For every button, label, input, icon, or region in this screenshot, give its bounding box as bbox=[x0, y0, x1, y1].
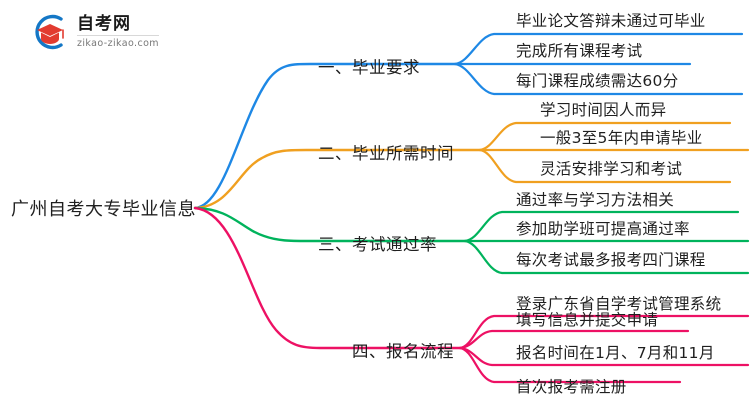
logo-text-block: 自考网 zikao-zikao.com bbox=[77, 15, 159, 49]
branch-1-leaf-label-2[interactable]: 完成所有课程考试 bbox=[516, 42, 643, 60]
logo-subtitle: zikao-zikao.com bbox=[77, 37, 159, 49]
branch-4-trunk bbox=[193, 206, 462, 350]
branch-3-leaf-label-1[interactable]: 通过率与学习方法相关 bbox=[516, 191, 675, 209]
logo-title: 自考网 bbox=[77, 15, 159, 36]
branch-4-leaf-label-1[interactable]: 登录广东省自学考试管理系统 bbox=[516, 295, 722, 313]
branch-1-leaf-label-1[interactable]: 毕业论文答辩未通过可毕业 bbox=[516, 12, 706, 30]
site-logo[interactable]: 自考网 zikao-zikao.com bbox=[30, 12, 159, 52]
root-node-label[interactable]: 广州自考大专毕业信息 bbox=[11, 199, 196, 220]
branch-2-leaf-label-1[interactable]: 学习时间因人而异 bbox=[540, 101, 667, 119]
branch-2-leaf-label-2[interactable]: 一般3至5年内申请毕业 bbox=[540, 129, 703, 147]
branch-1-leaf-label-3[interactable]: 每门课程成绩需达60分 bbox=[516, 72, 679, 90]
graduation-cap-in-circle-icon bbox=[30, 12, 70, 52]
branch-label-4[interactable]: 四、报名流程 bbox=[352, 342, 454, 361]
branch-4-leaf-label-2[interactable]: 填写信息并提交申请 bbox=[516, 311, 659, 329]
branch-3-leaf-label-3[interactable]: 每次考试最多报考四门课程 bbox=[516, 251, 706, 269]
branch-4-leaf-label-3[interactable]: 报名时间在1月、7月和11月 bbox=[516, 344, 715, 362]
branch-4-leaf-label-4[interactable]: 首次报考需注册 bbox=[516, 378, 627, 396]
branch-label-1[interactable]: 一、毕业要求 bbox=[318, 58, 420, 77]
branch-2-leaf-label-3[interactable]: 灵活安排学习和考试 bbox=[540, 160, 683, 178]
branch-1-trunk bbox=[193, 62, 457, 210]
branch-label-3[interactable]: 三、考试通过率 bbox=[318, 235, 437, 254]
branch-3-leaf-label-2[interactable]: 参加助学班可提高通过率 bbox=[516, 220, 690, 238]
branch-label-2[interactable]: 二、毕业所需时间 bbox=[318, 144, 454, 163]
